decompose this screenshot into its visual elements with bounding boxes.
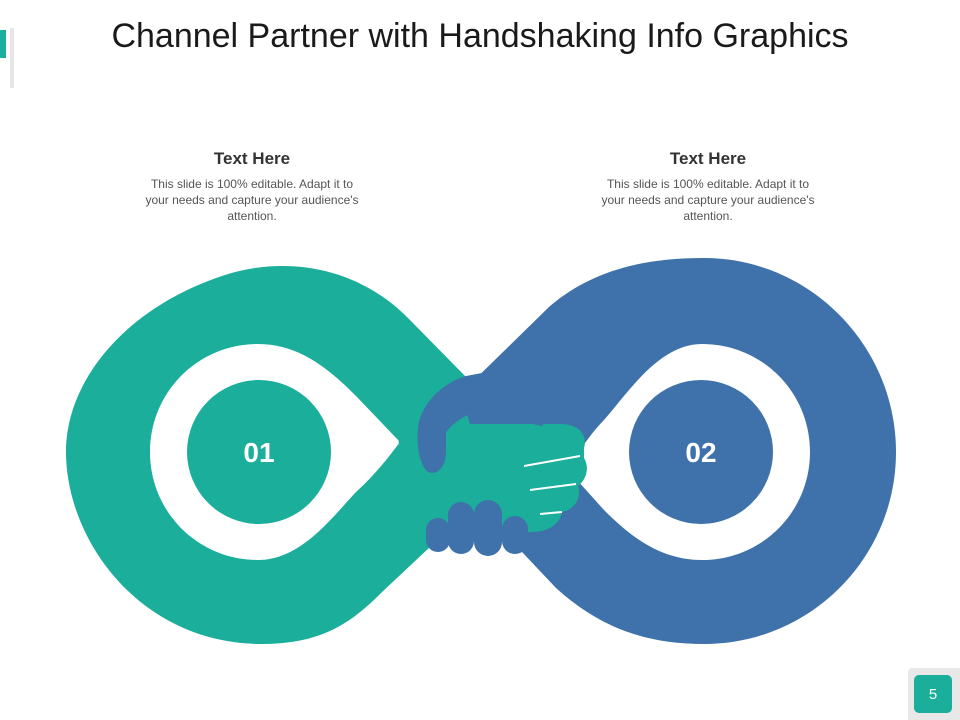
text-block-01-body: This slide is 100% editable. Adapt it to… <box>145 177 359 223</box>
hub-circle-01 <box>187 380 331 524</box>
blue-finger-4 <box>502 516 528 554</box>
hub-circle-02 <box>629 380 773 524</box>
text-block-01: Text Here This slide is 100% editable. A… <box>142 148 362 224</box>
blue-hand-wrist <box>417 366 560 473</box>
page-number: 5 <box>914 675 952 713</box>
text-block-02: Text Here This slide is 100% editable. A… <box>598 148 818 224</box>
blue-finger-2 <box>448 502 474 554</box>
blue-finger-1 <box>426 518 450 552</box>
finger-lines <box>523 455 581 515</box>
accent-bar <box>0 30 6 58</box>
hub-number-01: 01 <box>243 437 274 468</box>
text-block-02-heading: Text Here <box>669 149 747 168</box>
accent-line <box>10 28 14 88</box>
text-block-01-heading: Text Here <box>213 149 291 168</box>
blue-finger-3 <box>474 500 502 556</box>
hub-number-02: 02 <box>685 437 716 468</box>
handshake-icon <box>398 366 587 556</box>
slide-title: Channel Partner with Handshaking Info Gr… <box>111 17 849 55</box>
text-block-02-body: This slide is 100% editable. Adapt it to… <box>601 177 815 223</box>
